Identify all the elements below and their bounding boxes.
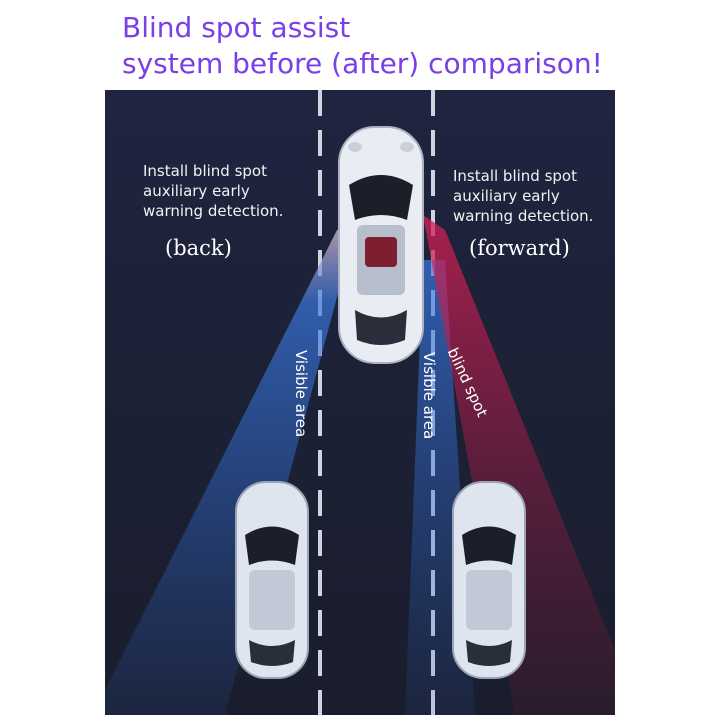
- blind-spot-beam: [423, 215, 615, 715]
- visible-area-label-left: Visible area: [292, 350, 310, 438]
- forward-tag: (forward): [469, 236, 570, 260]
- right-car-icon: [452, 481, 526, 679]
- right-note-line-2: auxiliary early: [453, 187, 560, 205]
- left-note-line-3: warning detection.: [143, 202, 284, 220]
- title-line-2: system before (after) comparison!: [122, 47, 603, 80]
- road-illustration: Install blind spot auxiliary early warni…: [105, 90, 615, 715]
- left-note: Install blind spot auxiliary early warni…: [143, 161, 343, 221]
- visible-beam-left: [105, 230, 355, 715]
- main-car-icon: [338, 126, 424, 364]
- back-tag: (back): [165, 236, 232, 260]
- left-note-line-2: auxiliary early: [143, 182, 250, 200]
- page-title: Blind spot assist system before (after) …: [122, 10, 682, 82]
- left-note-line-1: Install blind spot: [143, 162, 267, 180]
- right-note: Install blind spot auxiliary early warni…: [453, 166, 615, 226]
- title-line-1: Blind spot assist: [122, 11, 351, 44]
- visible-area-label-right: Visible area: [420, 352, 438, 440]
- right-note-line-1: Install blind spot: [453, 167, 577, 185]
- left-car-icon: [235, 481, 309, 679]
- right-note-line-3: warning detection.: [453, 207, 594, 225]
